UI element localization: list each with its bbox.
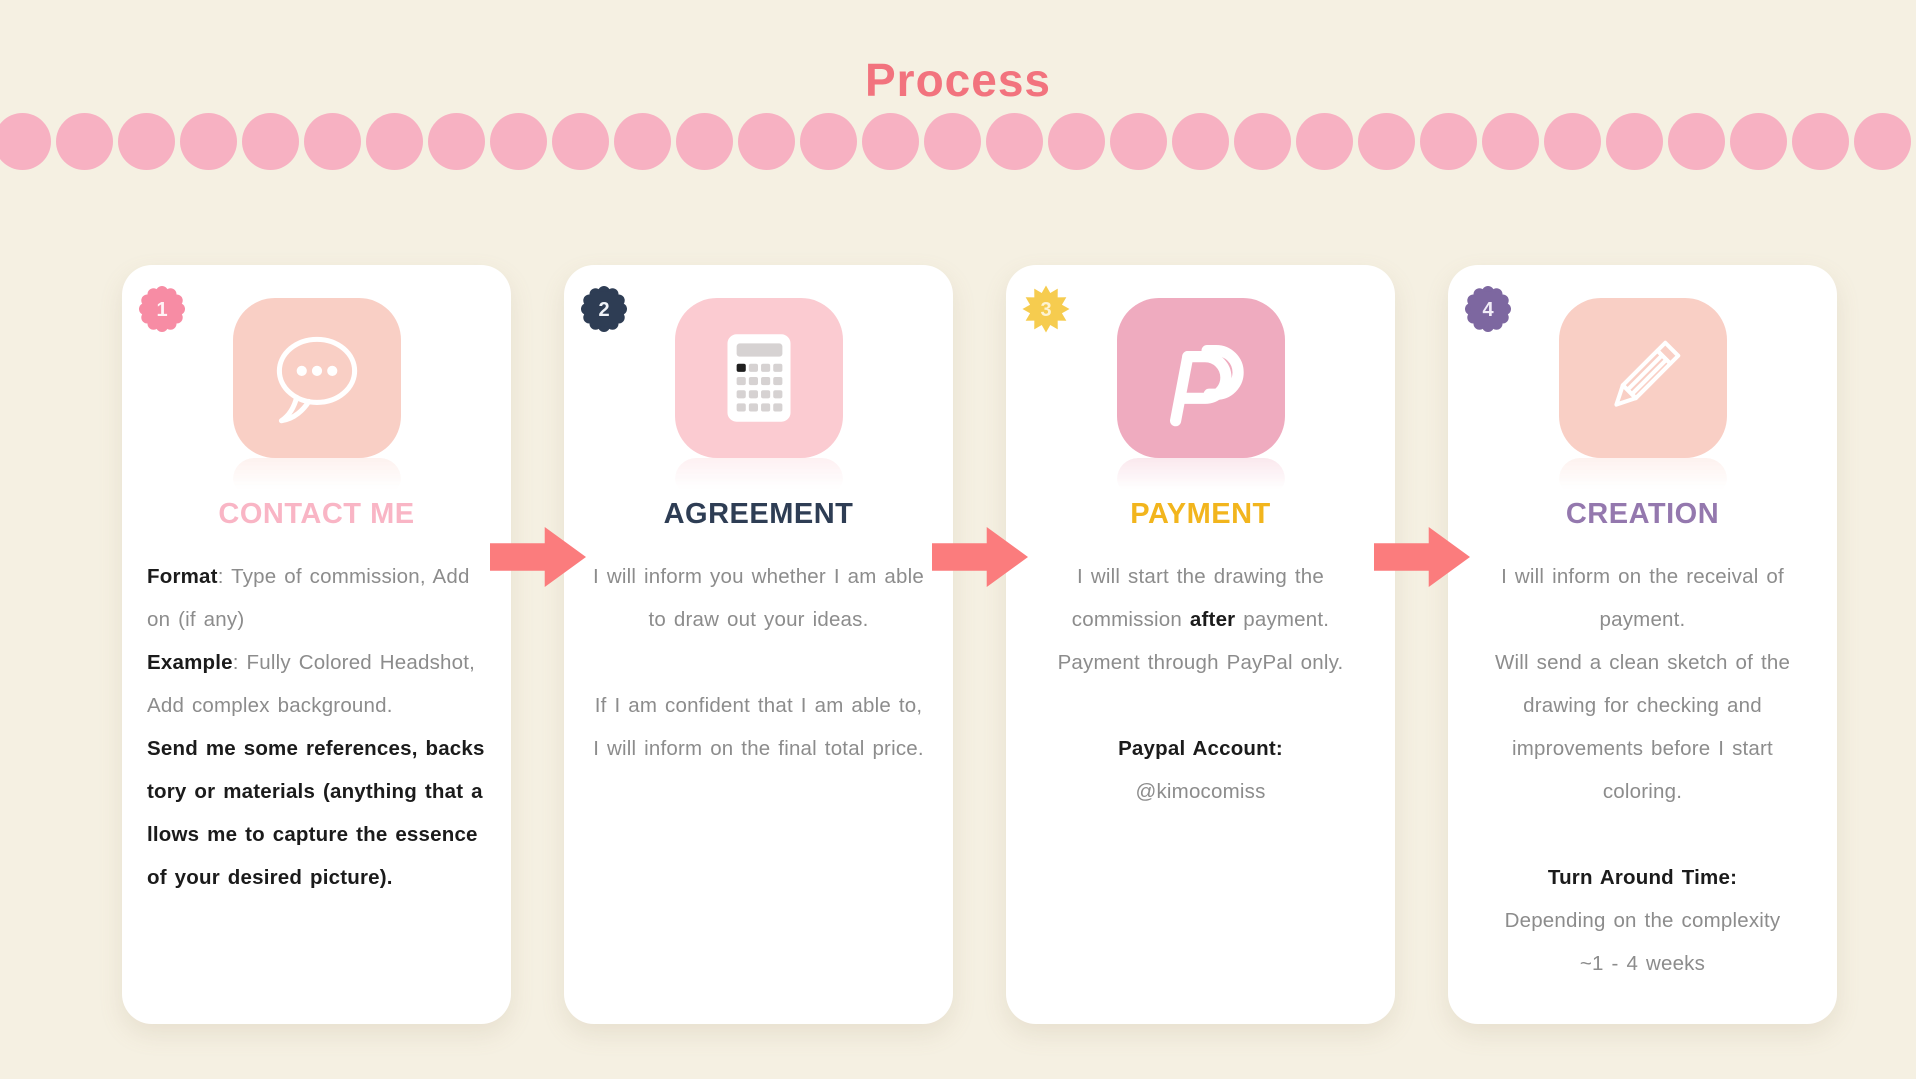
icon-tile [1558,298,1727,458]
speech-bubble-icon [276,336,357,424]
references-line: Send me some references, backstory or ma… [147,737,485,890]
step-title: AGREEMENT [663,498,854,530]
dot [180,113,237,170]
dot [1172,113,1229,170]
icon-tile [232,298,401,458]
agreement-para2: If I am confident that I am able to, I w… [593,694,924,761]
icon-tile [674,298,843,458]
dot [1854,113,1911,170]
dot [1420,113,1477,170]
step-card-contact-me: 1 CONTACT ME Format: Type of commission,… [122,265,511,1024]
turnaround-line2: ~1 - 4 weeks [1579,952,1706,976]
payment-para1: I will start the drawing the commission … [1057,565,1344,675]
creation-para1: I will inform on the receival of payment… [1501,565,1784,632]
icon-reflection [1116,458,1285,492]
dot [1730,113,1787,170]
decorative-dots-row [0,113,1916,171]
step-description: I will start the drawing the commission … [1031,555,1370,813]
dot [862,113,919,170]
step-description: I will inform you whether I am able to d… [589,555,928,770]
dot [1606,113,1663,170]
dot [1296,113,1353,170]
paypal-account-block: Paypal Account: @kimocomiss [1031,727,1370,813]
calculator-icon [726,334,791,422]
turnaround-label: Turn Around Time: [1547,866,1738,890]
icon-reflection [1558,458,1727,492]
process-steps: 1 CONTACT ME Format: Type of commission,… [122,265,1837,1024]
step-card-creation: 4 CREATION I will inform on the receival… [1448,265,1837,1024]
step-number: 1 [156,299,167,321]
dot [490,113,547,170]
dot [676,113,733,170]
dot [1544,113,1601,170]
format-line: Format: Type of commission, Add on (if a… [147,565,470,632]
turnaround-line1: Depending on the complexity [1504,909,1781,933]
paypal-account-label: Paypal Account: [1118,737,1283,761]
dot [118,113,175,170]
step-description: I will inform on the receival of payment… [1473,555,1812,985]
dot [924,113,981,170]
step-title: PAYMENT [1130,498,1271,530]
dot [1482,113,1539,170]
dot [1358,113,1415,170]
dot [304,113,361,170]
paypal-icon [1169,344,1244,427]
paypal-account-value: @kimocomiss [1135,780,1266,804]
example-line: Example: Fully Colored Headshot, Add com… [147,651,476,718]
dot [56,113,113,170]
dot [242,113,299,170]
step-number: 4 [1482,299,1494,321]
step-number: 3 [1040,299,1051,321]
creation-para2: Will send a clean sketch of the drawing … [1494,651,1791,804]
step-number-badge: 1 [139,286,185,332]
step-title: CREATION [1565,498,1720,530]
step-card-payment: 3 PAYMENT I will start the drawing the c… [1006,265,1395,1024]
dot [0,113,51,170]
dot [800,113,857,170]
turnaround-block: Turn Around Time: Depending on the compl… [1473,856,1812,985]
step-number-badge: 3 [1022,285,1070,333]
dot [1668,113,1725,170]
dot [366,113,423,170]
page-title: Process [864,53,1051,106]
dot [738,113,795,170]
dot [1234,113,1291,170]
step-number: 2 [598,299,609,321]
dot [1048,113,1105,170]
step-number-badge: 4 [1465,286,1511,332]
dot [614,113,671,170]
dot [1792,113,1849,170]
icon-tile [1116,298,1285,458]
icon-reflection [232,458,401,492]
pencil-icon [1613,340,1680,407]
dot [986,113,1043,170]
step-title: CONTACT ME [218,498,415,530]
icon-reflection [674,458,843,492]
agreement-para1: I will inform you whether I am able to d… [593,565,924,632]
step-card-agreement: 2 [564,265,953,1024]
dot [552,113,609,170]
step-number-badge: 2 [581,286,627,332]
dot [428,113,485,170]
step-description: Format: Type of commission, Add on (if a… [147,555,486,899]
dot [1110,113,1167,170]
